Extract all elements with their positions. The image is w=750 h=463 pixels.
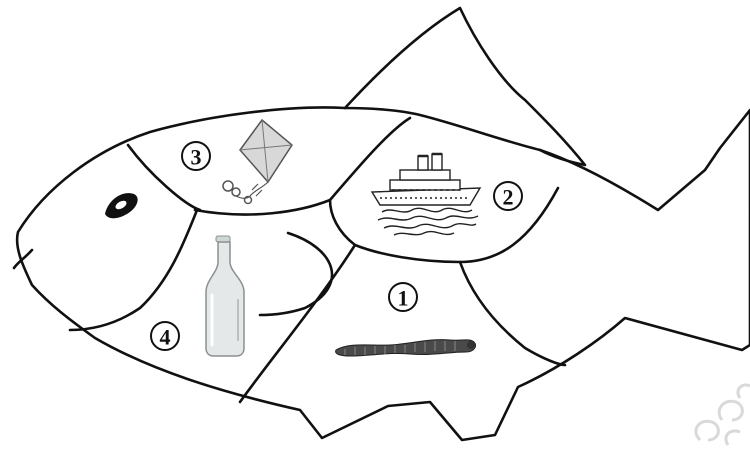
region-label-1: 1 <box>389 283 417 311</box>
gill-arc <box>260 233 332 315</box>
divider-tail-section <box>460 262 565 365</box>
fish-body-outline <box>17 107 750 440</box>
region-label-3-text: 3 <box>191 145 202 170</box>
divider-bottle-right <box>240 245 355 402</box>
swirl-watermark <box>696 385 750 445</box>
region-label-4: 4 <box>151 322 179 350</box>
region-label-1-text: 1 <box>398 286 409 311</box>
divider-kite-lower <box>195 200 330 215</box>
region-label-2-text: 2 <box>503 185 514 210</box>
steamship-picture <box>372 154 480 235</box>
region-label-2: 2 <box>494 182 522 210</box>
glass-bottle-picture <box>206 236 244 356</box>
caterpillar-picture <box>336 340 476 356</box>
region-label-3: 3 <box>182 142 210 170</box>
region-label-4-text: 4 <box>160 325 171 350</box>
kite-picture <box>223 120 292 204</box>
divider-bottle-left <box>70 210 197 330</box>
